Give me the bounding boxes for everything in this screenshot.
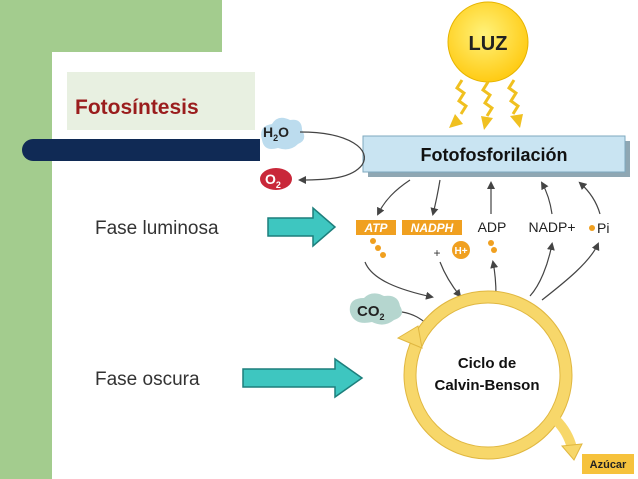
arrow-header-to-atp <box>377 179 411 216</box>
arrow-header-to-nadph <box>430 179 441 216</box>
water-formula: H2O <box>263 124 289 143</box>
nadph-badge <box>402 220 462 235</box>
pi-label: Pi <box>597 220 609 236</box>
nadph-label: NADPH <box>411 221 454 235</box>
atp-phosphate-dot <box>370 238 376 244</box>
atp-phosphate-dot <box>380 252 386 258</box>
light-ray-left-head <box>449 114 463 128</box>
title-underline-bar <box>22 139 260 161</box>
adp-phosphate-dot <box>488 240 494 246</box>
nadp-plus-label: NADP+ <box>528 219 575 235</box>
oxygen-formula: O2 <box>265 171 281 190</box>
adp-label: ADP <box>478 219 507 235</box>
arrow-cycle-to-nadp <box>529 242 555 297</box>
arrow-cycle-to-pi <box>541 242 600 301</box>
arrow-nadph-to-cycle <box>439 261 462 298</box>
cycle-label-line2: Calvin-Benson <box>434 377 539 394</box>
arrow-nadp-to-header <box>541 181 553 215</box>
slide-title: Fotosíntesis <box>75 96 199 119</box>
adp-phosphate-dot <box>491 247 497 253</box>
light-ray-right <box>506 79 521 115</box>
light-label: LUZ <box>469 33 508 55</box>
arrow-pi-to-header <box>578 181 601 215</box>
light-ray-right-head <box>510 114 523 128</box>
sugar-badge <box>582 454 634 474</box>
green-top-band <box>0 0 222 52</box>
pi-dot <box>589 225 595 231</box>
atp-badge <box>356 220 396 235</box>
light-ray-center <box>480 81 495 117</box>
phase-dark-arrow <box>242 357 364 399</box>
phase-light-arrow <box>267 206 337 248</box>
phase-dark-label: Fase oscura <box>95 369 200 390</box>
cycle-direction-arrowhead <box>396 325 423 349</box>
co2-cloud-icon <box>349 293 402 325</box>
hplus-dot <box>452 241 470 259</box>
calvin-cycle-ring <box>404 291 572 459</box>
arrow-atp-to-cycle <box>364 261 434 300</box>
photophosphorylation-label: Fotofosforilación <box>421 145 568 165</box>
light-ray-center-head <box>481 116 493 130</box>
title-box <box>67 72 255 130</box>
oxygen-bubble-icon <box>260 168 292 190</box>
hplus-label: H+ <box>454 246 467 257</box>
water-cloud-icon <box>261 117 305 150</box>
green-sidebar-band <box>0 0 52 479</box>
cycle-label-line1: Ciclo de <box>458 355 516 372</box>
atp-label: ATP <box>363 221 388 235</box>
sugar-label: Azúcar <box>590 459 627 471</box>
sugar-output-arrowhead <box>560 443 583 461</box>
water-oxygen-loop <box>298 131 365 184</box>
photophosphorylation-box <box>362 135 626 173</box>
light-ray-left <box>454 79 469 115</box>
plus-sign: + <box>433 246 440 260</box>
co2-formula: CO2 <box>357 303 385 322</box>
sugar-output-arrow <box>552 416 577 450</box>
atp-phosphate-dot <box>375 245 381 251</box>
phase-light-label: Fase luminosa <box>95 218 219 239</box>
